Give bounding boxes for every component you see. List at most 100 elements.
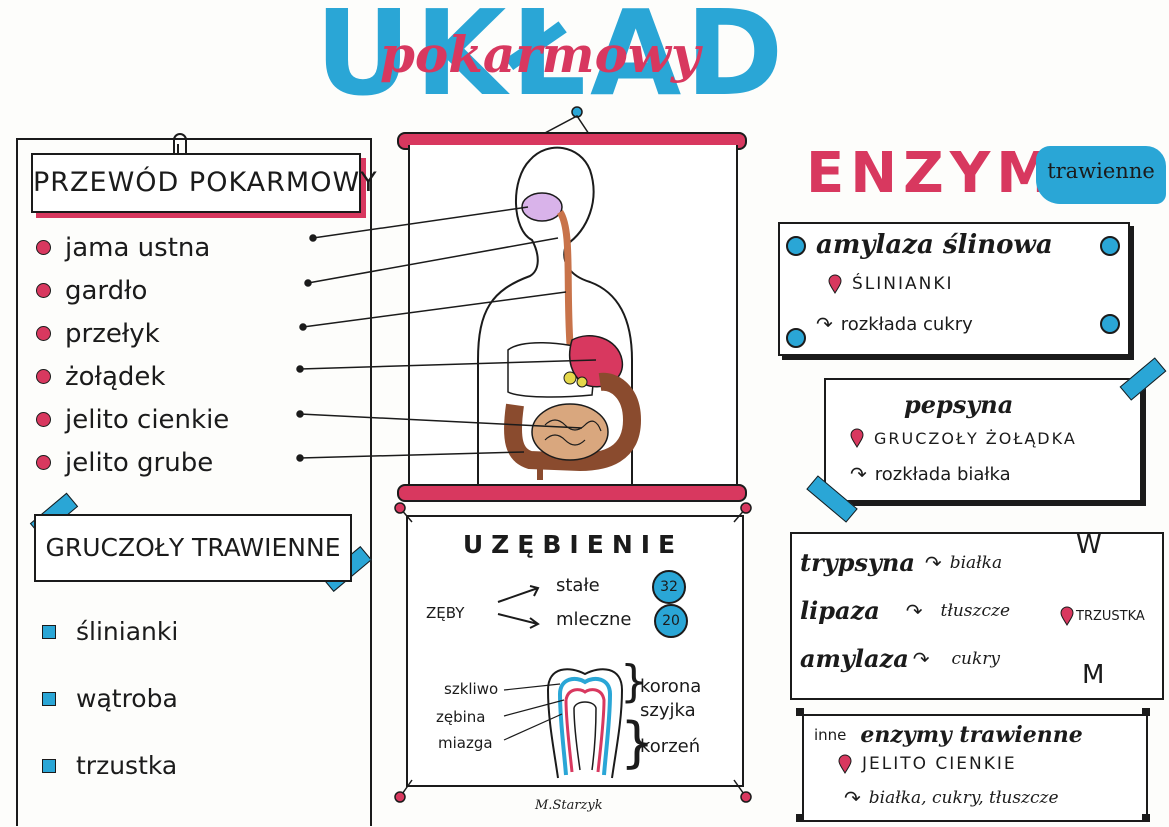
- amylaza-slinowa-name: amylaza ślinowa: [816, 230, 1053, 260]
- trzustka-source: TRZUSTKA: [1060, 606, 1145, 626]
- source-label: GRUCZOŁY ŻOŁĄDKA: [874, 428, 1077, 448]
- organ-list: jama ustna gardło przełyk żołądek jelito…: [36, 226, 316, 484]
- gland-label: ślinianki: [76, 617, 179, 646]
- bullet-icon: [36, 283, 51, 298]
- organ-label: jelito cienkie: [65, 404, 230, 435]
- signature: M.Starzyk: [535, 798, 603, 813]
- list-item: jelito cienkie: [36, 398, 316, 441]
- zebina-label: zębina: [436, 708, 486, 726]
- stale-label: stałe: [556, 575, 600, 596]
- pepsyna-action: ↷ rozkłada białka: [850, 462, 1011, 486]
- inne-name: enzymy trawienne: [860, 722, 1083, 748]
- korzen-label: korzeń: [640, 736, 701, 757]
- amylaza-slinowa-source: ŚLINIANKI: [828, 274, 954, 294]
- corner-mark: [796, 708, 804, 716]
- pepsyna-name: pepsyna: [904, 390, 1014, 419]
- tooth-illustration: [547, 668, 624, 779]
- curved-arrow-icon: ↷: [844, 786, 861, 810]
- organ-label: gardło: [65, 275, 148, 306]
- lipaza-row: lipaza ↷ tłuszcze: [800, 596, 1010, 625]
- tooth-leader-lines: [503, 683, 565, 741]
- pepsyna-card: [824, 378, 1142, 502]
- inne-enzymy-card: [802, 714, 1148, 822]
- location-pin-icon: [828, 274, 842, 294]
- pepsyna-source: GRUCZOŁY ŻOŁĄDKA: [850, 428, 1077, 448]
- organ-label: przełyk: [65, 318, 160, 349]
- uzebienie-card: [406, 515, 744, 787]
- gland-list: ślinianki wątroba trzustka: [42, 598, 322, 799]
- source-label: ŚLINIANKI: [852, 274, 954, 294]
- enzyme-name: amylaza: [800, 644, 909, 673]
- w-mark: W: [1076, 530, 1102, 560]
- tack-icon: [786, 328, 806, 348]
- inne-targets: ↷ białka, cukry, tłuszcze: [844, 786, 1059, 810]
- list-item: gardło: [36, 269, 316, 312]
- brace-icon: }: [620, 656, 648, 707]
- bullet-icon: [36, 240, 51, 255]
- szyjka-label: szyjka: [640, 700, 696, 721]
- enzyme-name: lipaza: [800, 596, 880, 625]
- list-item: wątroba: [42, 665, 322, 732]
- page-title: UKŁAD: [315, 0, 788, 122]
- tack-icon: [1100, 314, 1120, 334]
- bullet-icon: [42, 624, 56, 639]
- przewod-pokarmowy-heading: PRZEWÓD POKARMOWY: [31, 153, 377, 213]
- arrow-icon: [497, 585, 540, 629]
- action-label: rozkłada białka: [874, 463, 1011, 485]
- miazga-label: miazga: [438, 734, 493, 752]
- enzyme-target: tłuszcze: [940, 600, 1011, 621]
- scroll-hanger-icon: [542, 106, 590, 135]
- amylaza-row: amylaza ↷ cukry: [800, 644, 1000, 673]
- location-pin-icon: [850, 428, 864, 448]
- corner-mark: [796, 814, 804, 822]
- gland-label: trzustka: [76, 751, 178, 780]
- location-pin-icon: [1060, 606, 1074, 626]
- mleczne-count-badge: 20: [654, 604, 688, 638]
- trypsyna-row: trypsyna ↷ białka: [800, 548, 1002, 577]
- bullet-icon: [36, 412, 51, 427]
- action-label: rozkłada cukry: [840, 313, 973, 335]
- targets-label: białka, cukry, tłuszcze: [868, 788, 1059, 808]
- inne-source: JELITO CIENKIE: [838, 754, 1017, 774]
- zeby-label: ZĘBY: [426, 604, 465, 622]
- curved-arrow-icon: ↷: [924, 550, 942, 575]
- curved-arrow-icon: ↷: [816, 312, 833, 336]
- trawienne-tag: trawienne: [1036, 146, 1166, 204]
- enzyme-target: białka: [949, 552, 1003, 573]
- curved-arrow-icon: ↷: [912, 646, 930, 671]
- trzustka-enzymes-card: [790, 532, 1164, 700]
- list-item: przełyk: [36, 312, 316, 355]
- organ-label: jama ustna: [65, 232, 211, 263]
- curved-arrow-icon: ↷: [905, 598, 923, 623]
- inne-prefix: inne: [814, 726, 847, 744]
- uzebienie-heading: UZĘBIENIE: [462, 530, 684, 559]
- location-pin-icon: [838, 754, 852, 774]
- stale-count-badge: 32: [652, 570, 686, 604]
- source-label: TRZUSTKA: [1076, 608, 1145, 624]
- corner-mark: [1142, 814, 1150, 822]
- list-item: trzustka: [42, 732, 322, 799]
- page-subtitle: pokarmowy: [379, 25, 701, 84]
- tack-icon: [786, 236, 806, 256]
- left-panel: [16, 138, 372, 826]
- list-item: jama ustna: [36, 226, 316, 269]
- corner-mark: [1142, 708, 1150, 716]
- list-item: jelito grube: [36, 441, 316, 484]
- organ-label: żołądek: [65, 361, 166, 392]
- scroll-bottom-bar: [397, 484, 747, 502]
- organ-label: jelito grube: [65, 447, 214, 478]
- bullet-icon: [42, 691, 56, 706]
- enzyme-target: cukry: [951, 648, 1001, 669]
- bullet-icon: [42, 758, 56, 773]
- m-mark: M: [1082, 660, 1105, 690]
- list-item: ślinianki: [42, 598, 322, 665]
- inne-enzymy-heading: inne enzymy trawienne: [814, 722, 1083, 748]
- list-item: żołądek: [36, 355, 316, 398]
- gland-label: wątroba: [76, 684, 178, 713]
- bullet-icon: [36, 369, 51, 384]
- bullet-icon: [36, 455, 51, 470]
- enzyme-name: trypsyna: [800, 548, 915, 577]
- brace-icon: }: [620, 711, 655, 774]
